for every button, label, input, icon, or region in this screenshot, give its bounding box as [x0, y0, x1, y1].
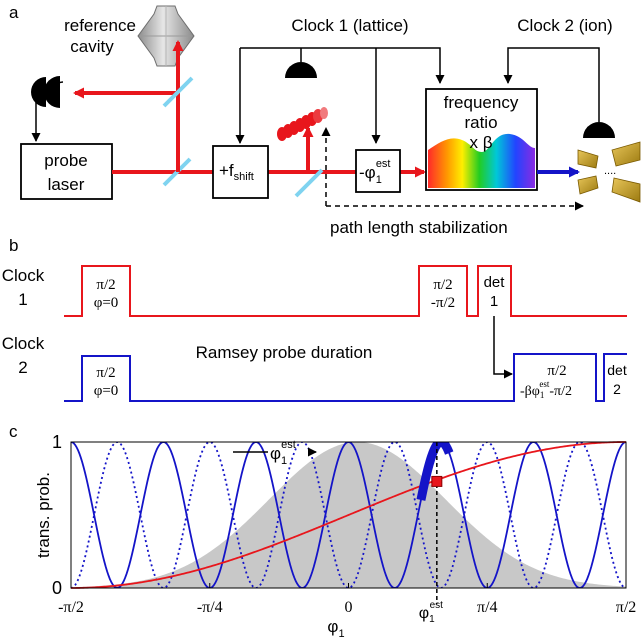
clock1-title: Clock 1 (lattice): [291, 16, 408, 35]
c1-det-label-2: 1: [490, 293, 498, 310]
ion-dots: ....: [604, 165, 616, 177]
y-tick-label: 1: [52, 432, 62, 452]
c2-pulse1-label-1: π/2: [96, 365, 115, 381]
clock1-row-label-1: Clock: [2, 266, 45, 285]
y-axis-label: trans. prob.: [34, 472, 53, 558]
clock2-title: Clock 2 (ion): [517, 16, 612, 35]
panel-b: b Clock 1 π/2 φ=0 π/2 -π/2 det 1 Clock 2…: [2, 236, 627, 402]
photodetector-left-icon: [44, 76, 60, 108]
mirror-icon: [162, 76, 194, 108]
ratio-label-1: frequency: [444, 93, 519, 112]
x-tick-label: π/2: [616, 599, 637, 616]
fshift-label: +fshift: [219, 161, 254, 183]
clock1-fringe: [71, 441, 626, 589]
lattice-atoms-icon: [277, 107, 328, 141]
c1-pulse1-label-2: φ=0: [94, 295, 119, 311]
panel-c: c φ1est -π/2 -π/4 0 π/4 π/2 φ1est 0 1 trans. pro…: [9, 422, 636, 640]
x-tick-label: -π/4: [197, 599, 223, 616]
path-length-stabilization-label: path length stabilization: [330, 218, 508, 237]
c2-pulse2-label-1: π/2: [547, 363, 566, 379]
photodetector-clock1-icon: [285, 62, 317, 78]
estimate-segment: [416, 442, 454, 501]
probe-laser-label-1: probe: [44, 151, 87, 170]
panel-c-label: c: [9, 422, 18, 441]
x-tick-label: -π/2: [58, 599, 84, 616]
x-tick-label: π/4: [477, 599, 498, 616]
panel-b-label: b: [9, 236, 18, 255]
c2-pulse2-label-2: -βφ1est-π/2: [520, 379, 572, 400]
c1-det-label-1: det: [484, 274, 506, 291]
reference-cavity-label-2: cavity: [70, 37, 114, 56]
phase-correction-box: [355, 149, 401, 193]
phi-est-tick-label: φ1est: [419, 600, 443, 625]
c1-pulse1-label-1: π/2: [96, 277, 115, 293]
panel-a-label: a: [9, 3, 19, 22]
clock1-row-label-2: 1: [18, 290, 27, 309]
x-tick-label: 0: [345, 599, 353, 616]
reference-cavity-icon: [137, 5, 195, 67]
spectrum-icon: [428, 133, 535, 188]
clock2-row-label-2: 2: [18, 358, 27, 377]
y-tick-label: 0: [52, 578, 62, 598]
c2-pulse1-label-2: φ=0: [94, 383, 119, 399]
ratio-label-3: x β: [469, 133, 492, 152]
probe-laser-label-2: laser: [48, 175, 85, 194]
chart-plot-area: φ1est -π/2 -π/4 0 π/4 π/2 φ1est 0 1: [52, 432, 636, 625]
clock2-row-label-1: Clock: [2, 334, 45, 353]
clock2-pulse-sequence: [64, 353, 627, 402]
phase-correction-label: -φ1est: [359, 158, 391, 186]
frequency-shift-box: [212, 145, 269, 199]
panel-a: a reference cavity probe laser +: [9, 3, 641, 237]
c2-det-label-1: det: [607, 362, 627, 378]
reference-cavity-label-1: reference: [64, 16, 136, 35]
estimate-marker: [431, 475, 443, 487]
beamsplitter-2-icon: [294, 168, 324, 198]
c2-det-label-2: 2: [613, 381, 621, 397]
probe-laser-box: [20, 143, 113, 200]
ramsey-duration-label: Ramsey probe duration: [196, 343, 373, 362]
ion-trap-icon: ....: [577, 141, 641, 203]
c1-pulse2-label-2: -π/2: [431, 295, 455, 311]
c1-pulse2-label-1: π/2: [433, 277, 452, 293]
x-axis-label: φ1: [327, 617, 344, 640]
clock1-pulse-sequence: [64, 265, 627, 317]
chart-frame: [70, 441, 627, 589]
ratio-label-2: ratio: [464, 113, 497, 132]
phi-est-annotation: φ1est: [270, 439, 296, 467]
photodetector-clock2-icon: [583, 122, 615, 138]
